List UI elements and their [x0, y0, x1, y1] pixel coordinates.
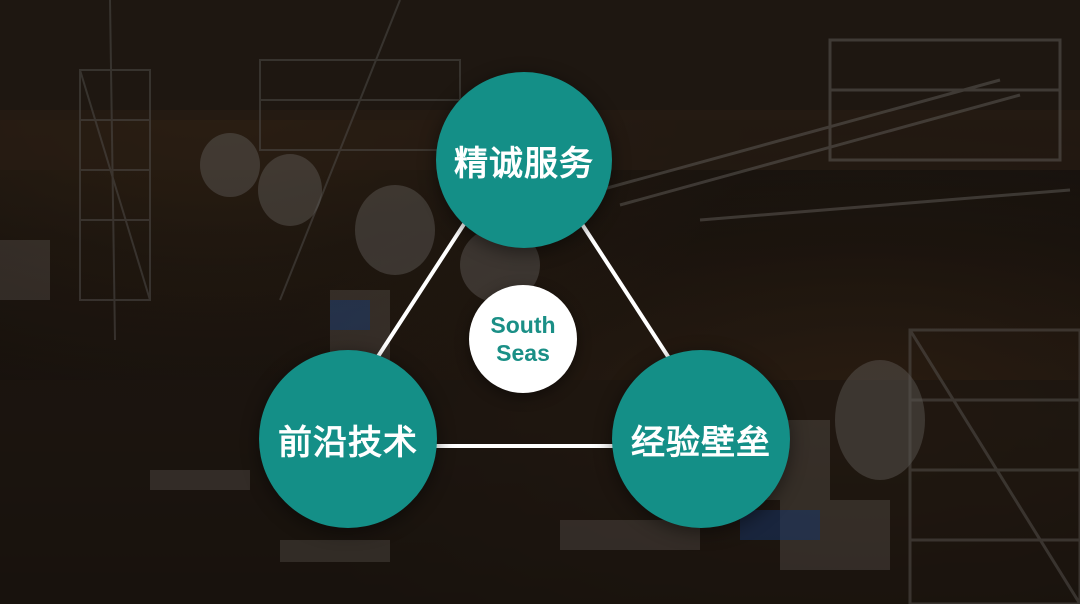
node-top: 精诚服务 — [436, 72, 612, 248]
node-left-label: 前沿技术 — [278, 415, 418, 464]
connector-top-left — [377, 218, 468, 358]
node-right: 经验壁垒 — [612, 350, 790, 528]
center-node: South Seas — [469, 285, 577, 393]
node-left: 前沿技术 — [259, 350, 437, 528]
center-label-line1: South — [490, 311, 555, 339]
center-label-line2: Seas — [496, 339, 550, 367]
node-right-label: 经验壁垒 — [631, 415, 771, 464]
connector-top-right — [578, 218, 669, 358]
node-top-label: 精诚服务 — [454, 136, 594, 185]
